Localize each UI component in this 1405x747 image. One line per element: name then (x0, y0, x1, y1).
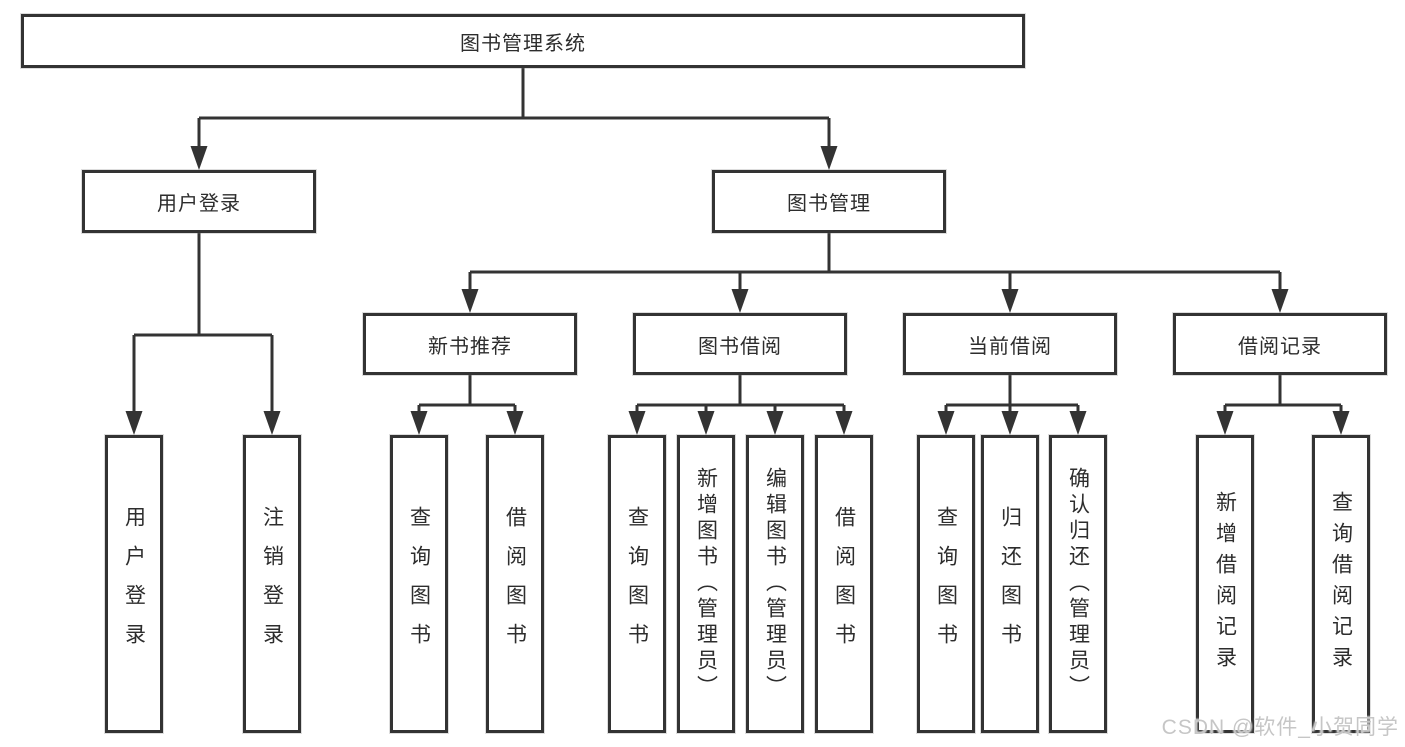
csdn-watermark: CSDN @软件_小贺同学 (1161, 716, 1399, 739)
arrow-down-icon (766, 411, 784, 435)
leaf-bb-add-books-admin: 新增图书（管理员） (677, 435, 735, 733)
leaf-logout-login: 注销登录 (243, 435, 301, 733)
arrow-down-icon (263, 411, 281, 435)
leaf-bb-query-books: 查询图书 (608, 435, 666, 733)
arrow-down-icon (125, 411, 143, 435)
arrow-down-icon (461, 289, 479, 313)
connector-root-to-level2 (197, 68, 831, 152)
node-user-login: 用户登录 (82, 170, 316, 233)
arrow-down-icon (835, 411, 853, 435)
arrow-down-icon (1271, 289, 1289, 313)
arrow-down-icon (697, 411, 715, 435)
connector-book-management-children (468, 233, 1282, 295)
leaf-bb-borrow-books: 借阅图书 (815, 435, 873, 733)
arrow-down-icon (1001, 411, 1019, 435)
node-current-borrow: 当前借阅 (903, 313, 1117, 375)
arrow-down-icon (628, 411, 646, 435)
leaf-br-add-record: 新增借阅记录 (1196, 435, 1254, 733)
connector-borrow-records-children (1223, 375, 1343, 417)
connector-new-book-children (417, 375, 517, 417)
leaf-cb-query-books: 查询图书 (917, 435, 975, 733)
arrow-down-icon (506, 411, 524, 435)
arrow-down-icon (1001, 289, 1019, 313)
arrow-down-icon (410, 411, 428, 435)
leaf-bb-edit-books-admin: 编辑图书（管理员） (746, 435, 804, 733)
connector-book-borrow-children (635, 375, 846, 417)
leaf-br-query-record: 查询借阅记录 (1312, 435, 1370, 733)
connector-current-borrow-children (944, 375, 1080, 417)
node-book-management: 图书管理 (712, 170, 946, 233)
node-borrow-records: 借阅记录 (1173, 313, 1387, 375)
arrow-down-icon (937, 411, 955, 435)
node-library-management-system: 图书管理系统 (21, 14, 1025, 68)
arrow-down-icon (1216, 411, 1234, 435)
arrow-down-icon (1069, 411, 1087, 435)
leaf-cb-return-books: 归还图书 (981, 435, 1039, 733)
leaf-user-login: 用户登录 (105, 435, 163, 733)
arrow-down-icon (1332, 411, 1350, 435)
connector-user-login-children (132, 233, 274, 417)
arrowheads (125, 146, 1350, 435)
arrow-down-icon (731, 289, 749, 313)
node-book-borrow: 图书借阅 (633, 313, 847, 375)
leaf-nb-query-books: 查询图书 (390, 435, 448, 733)
leaf-cb-confirm-return-admin: 确认归还（管理员） (1049, 435, 1107, 733)
arrow-down-icon (190, 146, 208, 170)
node-new-book-recommend: 新书推荐 (363, 313, 577, 375)
leaf-nb-borrow-books: 借阅图书 (486, 435, 544, 733)
arrow-down-icon (820, 146, 838, 170)
